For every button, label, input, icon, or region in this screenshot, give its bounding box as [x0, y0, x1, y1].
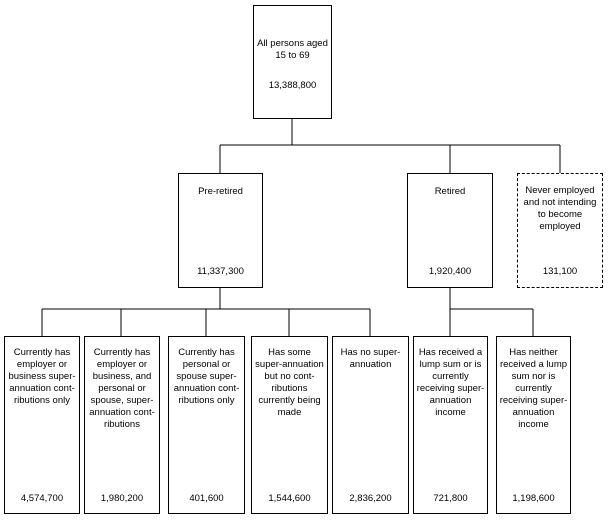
node-label: Has received a lump sum or is currently … — [416, 347, 485, 418]
node-value: 11,337,300 — [197, 266, 244, 277]
node-value: 13,388,800 — [268, 80, 317, 91]
node-all-persons: All persons aged 15 to 69 13,388,800 — [253, 5, 332, 119]
node-label: Never employed and not intending to beco… — [523, 185, 597, 232]
node-neither-received: Has neither received a lump sum nor is c… — [496, 336, 571, 514]
node-value: 721,800 — [433, 493, 468, 504]
node-label: Currently has employer or business, and … — [89, 347, 155, 430]
node-label: Has some super-annuation but no cont-rib… — [255, 347, 324, 418]
node-never-employed: Never employed and not intending to beco… — [517, 173, 603, 288]
node-pre-retired: Pre-retired 11,337,300 — [178, 173, 263, 288]
node-value: 1,920,400 — [428, 266, 472, 277]
node-personal-contributions-only: Currently has personal or spouse super-a… — [168, 336, 245, 514]
node-value: 1,544,600 — [268, 493, 311, 504]
node-value: 1,198,600 — [512, 493, 555, 504]
node-value: 131,100 — [542, 266, 578, 277]
node-label: Retired — [434, 186, 466, 197]
node-value: 2,836,200 — [349, 493, 392, 504]
node-value: 4,574,700 — [20, 493, 64, 504]
node-label: Pre-retired — [198, 186, 243, 197]
node-value: 1,980,200 — [100, 493, 144, 504]
node-value: 401,600 — [189, 493, 224, 504]
node-label: Has neither received a lump sum nor is c… — [499, 347, 568, 430]
node-received-lump-sum: Has received a lump sum or is currently … — [413, 336, 488, 514]
node-label: Currently has employer or business super… — [8, 347, 76, 406]
node-retired: Retired 1,920,400 — [407, 173, 493, 288]
node-label: Currently has personal or spouse super-a… — [173, 347, 240, 406]
node-employer-and-personal-contributions: Currently has employer or business, and … — [84, 336, 160, 514]
node-employer-contributions-only: Currently has employer or business super… — [4, 336, 80, 514]
node-no-superannuation: Has no super-annuation 2,836,200 — [332, 336, 409, 514]
node-no-contributions-currently: Has some super-annuation but no cont-rib… — [251, 336, 328, 514]
node-label: Has no super-annuation — [340, 347, 401, 370]
node-label: All persons aged 15 to 69 — [257, 38, 328, 61]
